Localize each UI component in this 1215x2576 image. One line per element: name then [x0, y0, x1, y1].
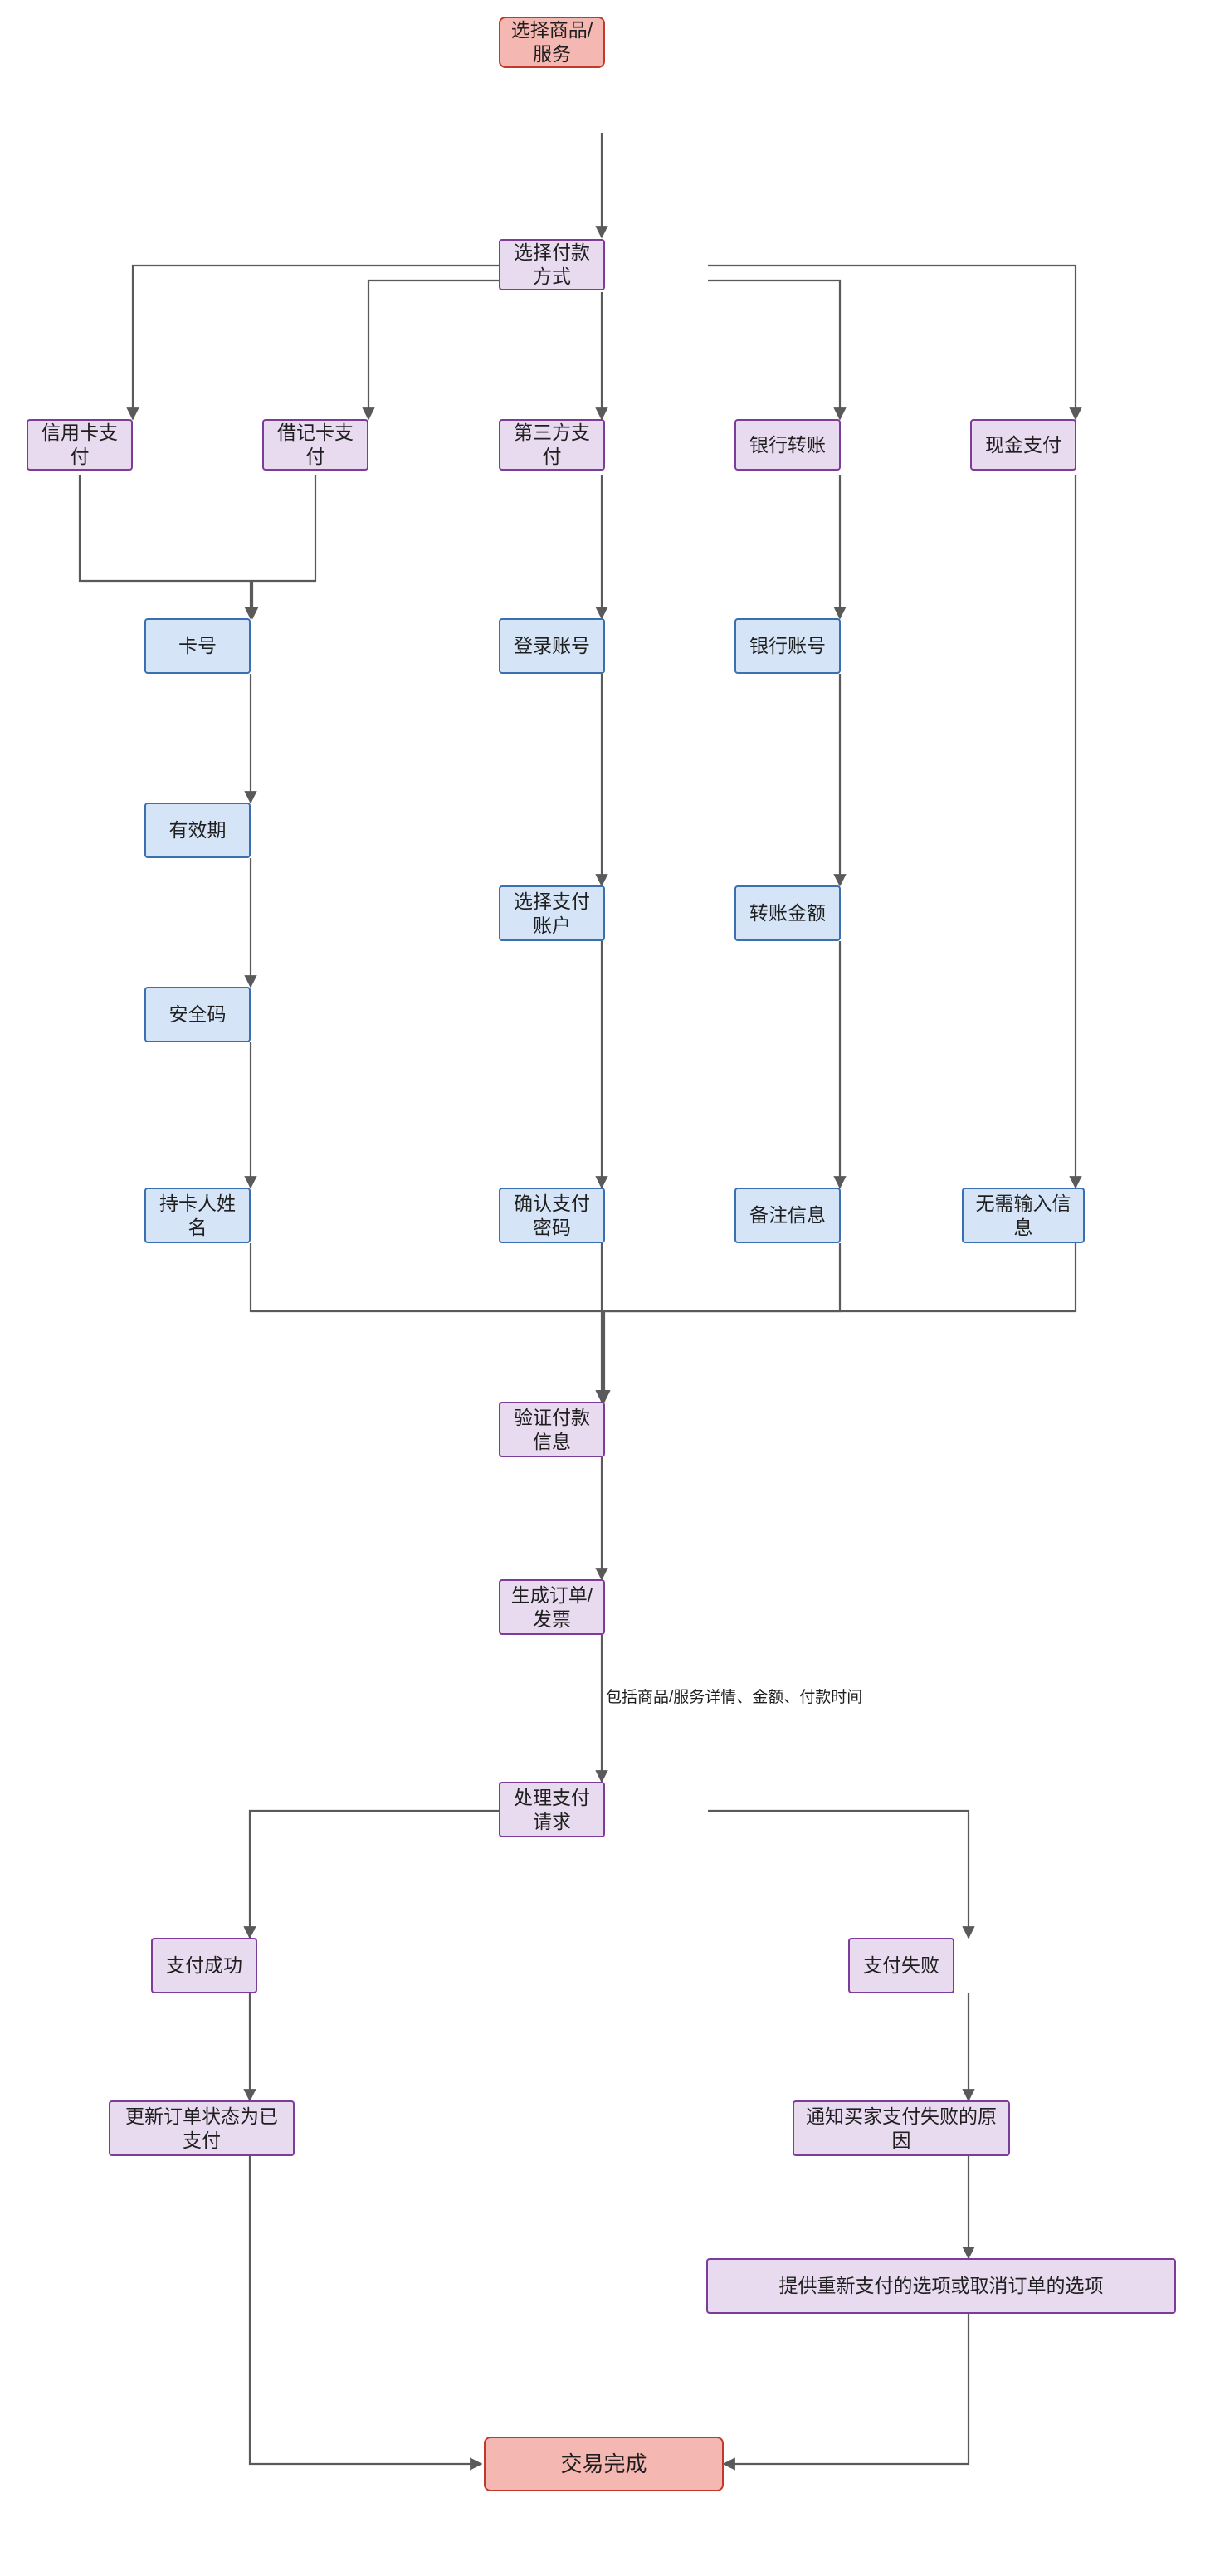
- edge-label-order-details: 包括商品/服务详情、金额、付款时间: [603, 1685, 866, 1707]
- node-bank-transfer[interactable]: 银行转账: [734, 419, 841, 471]
- node-notify-failure-reason[interactable]: 通知买家支付失败的原因: [793, 2100, 1010, 2156]
- node-payment-success[interactable]: 支付成功: [151, 1938, 257, 1993]
- node-debit-card[interactable]: 借记卡支付: [262, 419, 368, 471]
- node-process-payment[interactable]: 处理支付请求: [499, 1782, 605, 1837]
- node-security-code[interactable]: 安全码: [144, 987, 251, 1042]
- node-offer-retry-or-cancel[interactable]: 提供重新支付的选项或取消订单的选项: [706, 2258, 1176, 2314]
- node-cash-payment[interactable]: 现金支付: [970, 419, 1076, 471]
- node-bank-account[interactable]: 银行账号: [734, 618, 841, 674]
- node-select-product[interactable]: 选择商品/服务: [499, 17, 605, 68]
- node-update-order-status[interactable]: 更新订单状态为已支付: [109, 2100, 295, 2156]
- node-confirm-password[interactable]: 确认支付密码: [499, 1188, 605, 1243]
- node-cardholder-name[interactable]: 持卡人姓名: [144, 1188, 251, 1243]
- node-expiry-date[interactable]: 有效期: [144, 803, 251, 858]
- node-generate-order[interactable]: 生成订单/发票: [499, 1579, 605, 1635]
- node-transfer-amount[interactable]: 转账金额: [734, 886, 841, 941]
- node-credit-card[interactable]: 信用卡支付: [27, 419, 133, 471]
- node-payment-failed[interactable]: 支付失败: [848, 1938, 954, 1993]
- node-remark-info[interactable]: 备注信息: [734, 1188, 841, 1243]
- node-verify-payment[interactable]: 验证付款信息: [499, 1402, 605, 1457]
- node-third-party[interactable]: 第三方支付: [499, 419, 605, 471]
- node-transaction-complete[interactable]: 交易完成: [484, 2437, 724, 2491]
- node-no-input-needed[interactable]: 无需输入信息: [962, 1188, 1085, 1243]
- node-card-number[interactable]: 卡号: [144, 618, 251, 674]
- node-select-payment[interactable]: 选择付款方式: [499, 239, 605, 290]
- node-login-account[interactable]: 登录账号: [499, 618, 605, 674]
- node-select-pay-account[interactable]: 选择支付账户: [499, 886, 605, 941]
